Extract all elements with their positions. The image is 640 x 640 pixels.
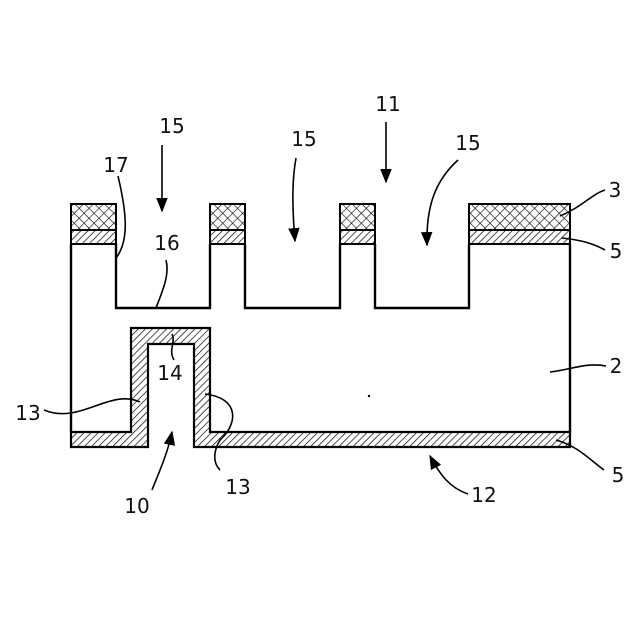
label-2: 2 — [610, 354, 623, 378]
arrow-15b — [293, 158, 296, 241]
layer-5-mid-a — [210, 230, 245, 244]
cap-3-right — [469, 204, 570, 230]
arrow-12 — [430, 456, 468, 494]
label-13-right: 13 — [225, 475, 250, 499]
label-12: 12 — [471, 483, 496, 507]
label-15-right: 15 — [455, 131, 480, 155]
label-10: 10 — [124, 494, 149, 518]
layer-5-mid-b — [340, 230, 375, 244]
layer-5-top — [71, 230, 570, 244]
label-15-left: 15 — [159, 114, 184, 138]
leader-17 — [116, 176, 125, 258]
label-14: 14 — [157, 361, 182, 385]
layer-5-right — [469, 230, 570, 244]
label-17: 17 — [103, 153, 128, 177]
label-13-left: 13 — [15, 401, 40, 425]
label-16: 16 — [154, 231, 179, 255]
label-11: 11 — [375, 92, 400, 116]
arrow-10 — [152, 432, 172, 490]
label-15-middle: 15 — [291, 127, 316, 151]
cap-3-mid-a — [210, 204, 245, 230]
layer-5-bottom — [71, 328, 570, 447]
cap-3-left — [71, 204, 116, 230]
layer-5-left — [71, 230, 116, 244]
arrow-15c — [427, 160, 458, 245]
reference-labels: 15 15 11 15 17 16 3 5 2 14 13 13 10 12 5 — [15, 92, 624, 518]
label-3: 3 — [609, 178, 622, 202]
leader-2 — [550, 365, 606, 372]
label-5-bottom: 5 — [612, 463, 625, 487]
substrate-dot — [368, 395, 370, 397]
layer-3-caps — [71, 204, 570, 230]
label-5-top: 5 — [610, 239, 623, 263]
cap-3-mid-b — [340, 204, 375, 230]
leader-13a — [44, 399, 140, 414]
leader-16 — [156, 260, 167, 308]
